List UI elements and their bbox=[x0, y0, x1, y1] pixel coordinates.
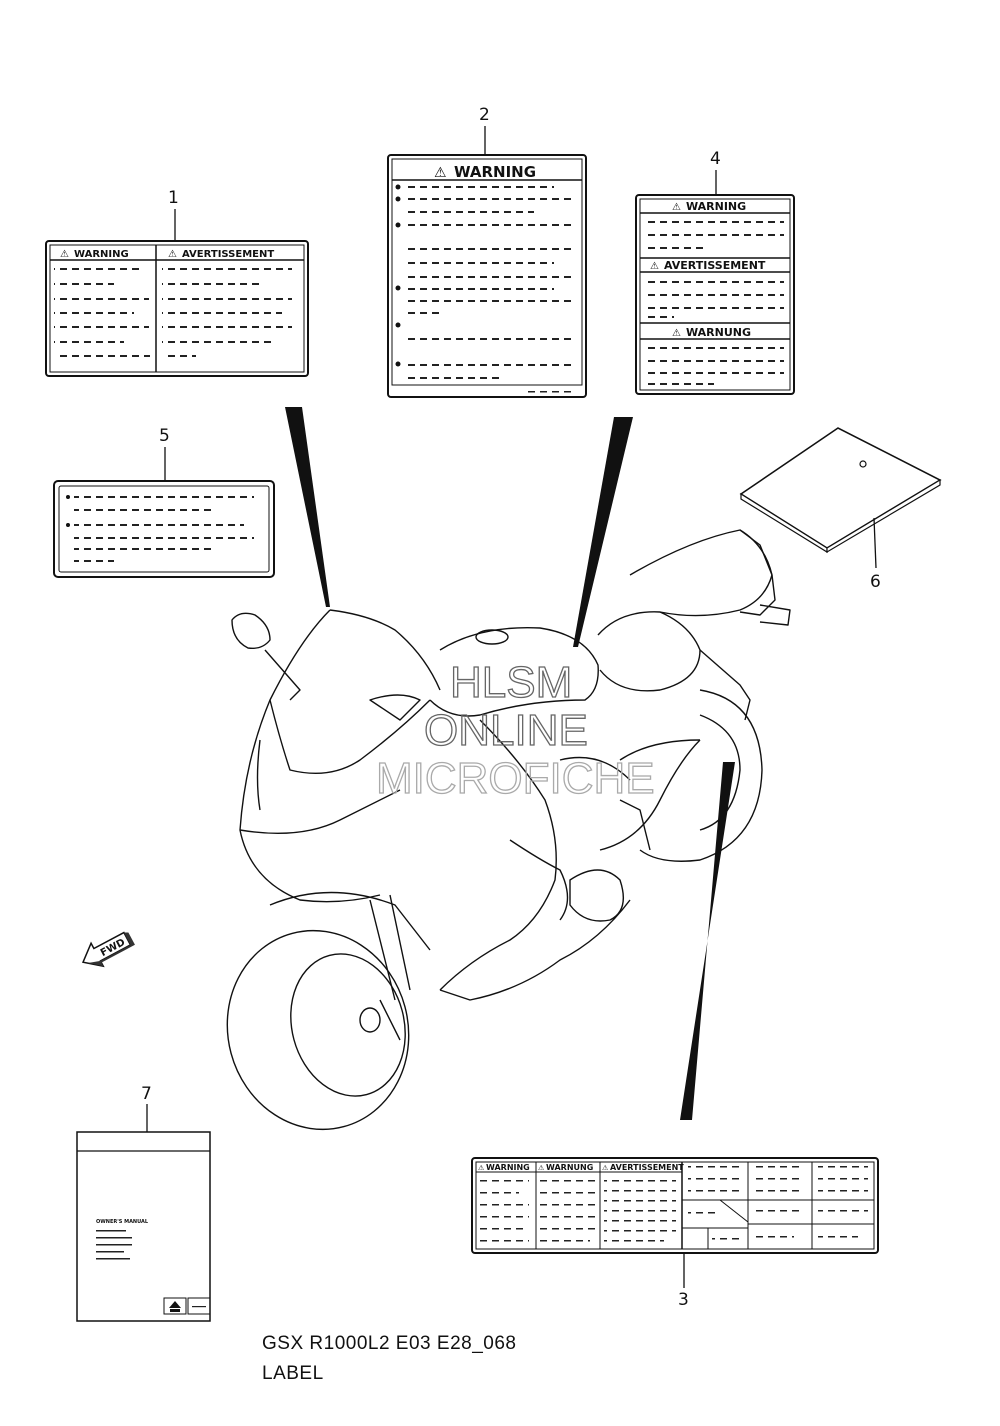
label-4-heading-2: AVERTISSEMENT bbox=[664, 259, 766, 272]
label-5 bbox=[53, 480, 275, 578]
svg-text:⚠: ⚠ bbox=[478, 1164, 485, 1172]
label-6 bbox=[739, 427, 942, 569]
label-4-heading-3: WARNUNG bbox=[686, 326, 751, 339]
label-2: ⚠ WARNING bbox=[387, 154, 587, 398]
leader-lines bbox=[164, 126, 717, 481]
label-4-heading-1: WARNING bbox=[686, 200, 746, 213]
svg-text:⚠: ⚠ bbox=[672, 202, 681, 213]
watermark-line-1: HLSM bbox=[450, 658, 572, 707]
fwd-arrow: FWD bbox=[81, 931, 135, 968]
diagram-title: LABEL bbox=[262, 1363, 324, 1384]
callout-2: 2 bbox=[479, 105, 490, 125]
label-3-heading-1: WARNING bbox=[486, 1163, 530, 1172]
callout-4: 4 bbox=[710, 149, 721, 169]
svg-text:⚠: ⚠ bbox=[602, 1164, 609, 1172]
svg-text:⚠: ⚠ bbox=[60, 249, 69, 260]
label-1: WARNING AVERTISSEMENT ⚠ ⚠ bbox=[45, 240, 309, 377]
svg-text:⚠: ⚠ bbox=[434, 165, 447, 181]
label-4: ⚠ WARNING ⚠ AVERTISSEMENT ⚠ WARNUNG bbox=[635, 194, 795, 395]
item-7-owners-manual: OWNER'S MANUAL bbox=[76, 1104, 211, 1322]
svg-text:⚠: ⚠ bbox=[650, 261, 659, 272]
pointer-wedges bbox=[285, 407, 735, 1120]
callout-7: 7 bbox=[141, 1084, 152, 1104]
label-3: ⚠ WARNING ⚠ WARNUNG ⚠ AVERTISSEMENT bbox=[471, 1157, 879, 1288]
label-1-right-heading: AVERTISSEMENT bbox=[182, 249, 274, 260]
watermark-line-2: ONLINE bbox=[424, 706, 588, 755]
label-1-left-heading: WARNING bbox=[74, 249, 129, 260]
callout-3: 3 bbox=[678, 1290, 689, 1310]
callout-5: 5 bbox=[159, 426, 170, 446]
svg-text:⚠: ⚠ bbox=[538, 1164, 545, 1172]
motorcycle-outline bbox=[226, 529, 791, 1131]
label-3-heading-2: WARNUNG bbox=[546, 1163, 593, 1172]
callout-6: 6 bbox=[870, 572, 881, 592]
watermark: HLSM ONLINE MICROFICHE bbox=[375, 657, 655, 803]
svg-text:⚠: ⚠ bbox=[168, 249, 177, 260]
label-3-heading-3: AVERTISSEMENT bbox=[610, 1163, 684, 1172]
callout-1: 1 bbox=[168, 188, 179, 208]
svg-text:⚠: ⚠ bbox=[672, 328, 681, 339]
label-2-heading: WARNING bbox=[454, 163, 536, 181]
watermark-line-3: MICROFICHE bbox=[376, 754, 655, 803]
manual-title: OWNER'S MANUAL bbox=[96, 1219, 149, 1225]
model-code: GSX R1000L2 E03 E28_068 bbox=[262, 1333, 517, 1354]
